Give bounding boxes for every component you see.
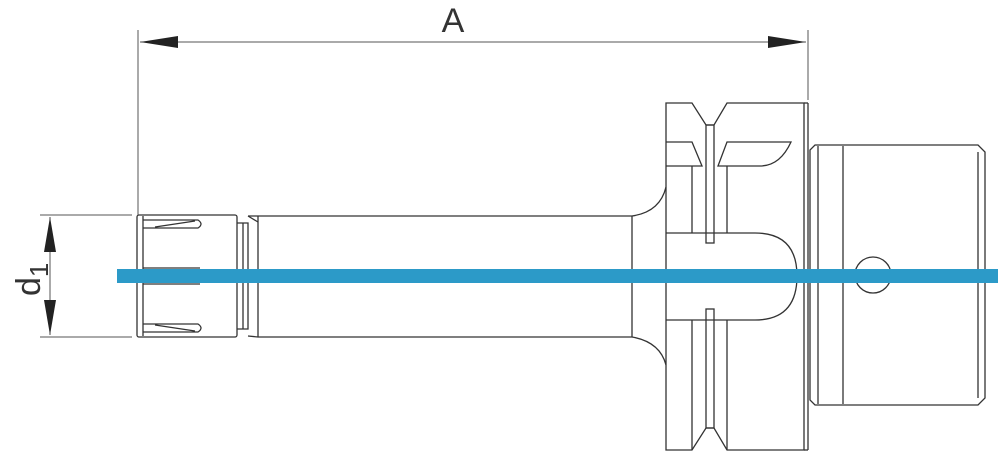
arrowhead-right-icon [768, 36, 806, 48]
arrowhead-left-icon [140, 36, 178, 48]
arrowhead-up-icon [44, 217, 56, 252]
dimension-d1-label: d1 [10, 263, 54, 296]
dimension-a-label: A [442, 2, 465, 40]
arrowhead-down-icon [44, 300, 56, 335]
dimension-d1: d1 [10, 214, 132, 338]
center-axis-line [117, 269, 998, 283]
dimension-a: A [137, 2, 809, 215]
